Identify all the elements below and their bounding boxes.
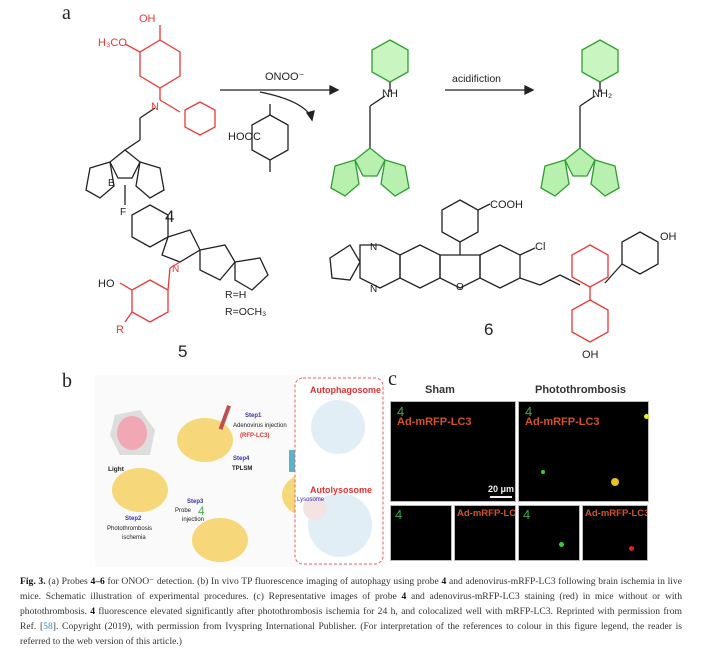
col-photothrombosis: Photothrombosis — [535, 384, 627, 396]
step4-label: Step4 — [233, 456, 250, 462]
hooc-label: HOOC — [228, 131, 261, 143]
probe-6-structure — [329, 199, 659, 343]
caption-bold: 4 — [401, 591, 407, 602]
figure-caption: Fig. 3. (a) Probes 4–6 for ONOO⁻ detecti… — [20, 574, 682, 649]
n-top-label: N — [370, 242, 377, 253]
brain-step1 — [177, 418, 233, 462]
syringe-icon — [218, 405, 231, 430]
caption-text: fluorescence elevated significantly afte… — [20, 606, 683, 632]
micrograph-pt-rfp: Ad-mRFP-LC3 — [582, 505, 648, 561]
channel-rfp-label: Ad-mRFP-LC3 — [585, 508, 648, 519]
f-label: F — [120, 207, 126, 218]
n-label: N — [151, 101, 159, 113]
caption-bold: 4 — [441, 576, 447, 587]
step1-label: Step1 — [245, 413, 262, 419]
onoo-reagent: ONOO⁻ — [265, 71, 305, 83]
caption-text: and adenovirus-mRFP-LC3 following brain … — [20, 576, 682, 602]
light-label: Light — [108, 466, 125, 473]
caption-figure-number: Fig. 3. — [20, 576, 46, 587]
b-label: B — [108, 178, 115, 189]
cooh-label: COOH — [490, 199, 523, 211]
autophagosome-label: Autophagosome — [310, 385, 381, 395]
micrograph-sham-rfp: Ad-mRFP-LC3 — [454, 505, 516, 561]
caption-text: ]. Copyright (2019), with permission fro… — [20, 621, 682, 647]
col-sham: Sham — [425, 384, 455, 396]
scale-bar-label: 20 μm — [488, 484, 515, 494]
compound-4-number: 4 — [165, 207, 174, 226]
channel-4-label: 4 — [523, 507, 531, 522]
micrograph-sham-4: 4 — [390, 505, 452, 561]
step3-text: Probe — [175, 508, 192, 514]
fluorescent-spot — [644, 414, 649, 419]
channel-4-label: 4 — [395, 507, 403, 522]
scale-bar — [490, 496, 512, 498]
microscope-objective-icon — [289, 450, 299, 472]
product-structure — [330, 39, 410, 197]
acidification-label: acidifiction — [452, 73, 501, 85]
reference-link[interactable]: 58 — [43, 621, 53, 632]
channel-rfp-label: Ad-mRFP-LC3 — [397, 416, 472, 428]
autolysosome-label: Autolysosome — [310, 485, 372, 495]
panel-b-label: b — [62, 370, 72, 392]
step3-label: Step3 — [187, 499, 204, 505]
step1-sub: (RFP-LC3) — [240, 433, 269, 439]
brain-step3 — [192, 518, 248, 562]
step3-text2: injection — [182, 517, 204, 523]
protonated-product-structure — [540, 39, 620, 197]
probe-5-structure — [119, 204, 269, 323]
caption-bold: 4 — [90, 606, 96, 617]
step4-text: TPLSM — [232, 466, 252, 472]
panel-b-schematic: Autophagosome Autolysosome Lysosome Step… — [95, 375, 385, 567]
caption-text: (a) Probes — [45, 576, 91, 587]
panel-a-label: a — [62, 2, 71, 24]
channel-rfp-label: Ad-mRFP-LC3 — [525, 416, 600, 428]
oh-bottom-label: OH — [582, 349, 599, 361]
cl-label: Cl — [535, 241, 545, 253]
channel-rfp-label: Ad-mRFP-LC3 — [457, 508, 516, 519]
step1-text: Adenovirus injection — [233, 423, 287, 429]
fluorescent-spot — [611, 478, 619, 486]
nh-label: NH — [382, 88, 398, 100]
fluorescent-spot — [559, 542, 564, 547]
caption-text: and adenovirus-mRFP-LC3 staining (red) i… — [20, 591, 683, 617]
methoxy-label: H₃CO — [98, 37, 127, 49]
caption-text: for ONOO⁻ detection. (b) In vivo TP fluo… — [104, 576, 442, 587]
step2-text: Photothrombosis — [107, 526, 152, 532]
step2-sub: ischemia — [122, 535, 146, 541]
nh2-label: NH₂ — [592, 88, 612, 100]
micrograph-pt-merge: 4 Ad-mRFP-LC3 — [518, 401, 649, 502]
compound-5-number: 5 — [178, 342, 187, 361]
fluorescent-spot — [629, 546, 634, 551]
oh-top-label: OH — [660, 231, 677, 243]
fluorescent-spot — [541, 470, 545, 474]
step2-label: Step2 — [125, 516, 142, 522]
lysosome-label: Lysosome — [297, 497, 325, 503]
oh-label: OH — [139, 13, 156, 25]
panel-a-scheme: OH H₃CO N B F 4 ONOO⁻ HOOC NH acidificti… — [85, 13, 677, 361]
channel-4-label: 4 — [525, 404, 533, 419]
r-variant-h: R=H — [225, 289, 246, 301]
channel-4-label: 4 — [397, 404, 405, 419]
r-label: R — [116, 324, 124, 336]
ho-label: HO — [98, 278, 115, 290]
step3-probe-number: 4 — [198, 504, 205, 518]
panel-c-label: c — [388, 368, 397, 390]
n5-label: N — [172, 264, 179, 275]
n-bottom-label: N — [370, 284, 377, 295]
micrograph-sham-merge: 4 Ad-mRFP-LC3 20 μm — [390, 401, 516, 502]
o-ring-label: O — [456, 282, 464, 293]
micrograph-pt-4: 4 — [518, 505, 580, 561]
brain-step2 — [112, 468, 168, 512]
compound-6-number: 6 — [484, 320, 493, 339]
caption-bold: 4–6 — [90, 576, 105, 587]
r-variant-och3: R=OCH₃ — [225, 306, 266, 318]
probe-4-structure — [85, 25, 216, 205]
